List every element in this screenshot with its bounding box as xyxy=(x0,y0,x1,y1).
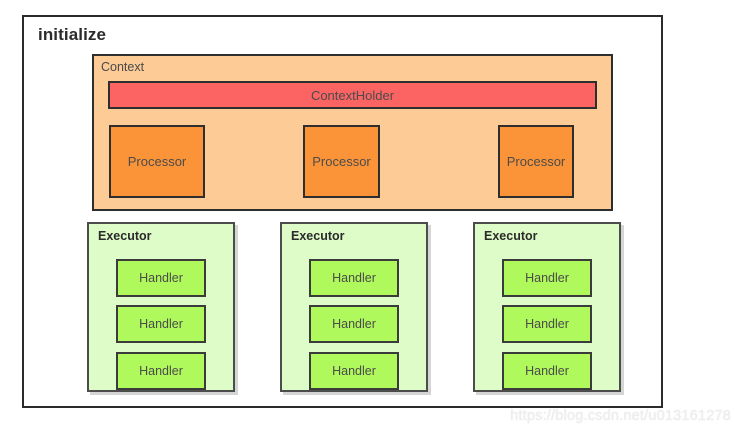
context-holder-label: ContextHolder xyxy=(310,87,395,103)
handler-label: Handler xyxy=(139,317,183,331)
handler-label: Handler xyxy=(139,271,183,285)
executor-block-2: Executor Handler Handler Handler xyxy=(280,222,428,392)
watermark-text: https://blog.csdn.net/u013161278 xyxy=(510,408,731,424)
handler-block: Handler xyxy=(116,259,206,297)
executor-block-3: Executor Handler Handler Handler xyxy=(473,222,621,392)
handler-label: Handler xyxy=(332,364,376,378)
handler-block: Handler xyxy=(309,352,399,390)
handler-block: Handler xyxy=(502,305,592,343)
handler-block: Handler xyxy=(502,352,592,390)
handler-label: Handler xyxy=(525,364,569,378)
handler-block: Handler xyxy=(116,352,206,390)
handler-label: Handler xyxy=(332,317,376,331)
processor-label: Processor xyxy=(312,154,371,169)
processor-label: Processor xyxy=(506,154,566,169)
context-container: Context ContextHolder Processor Processo… xyxy=(92,54,613,211)
page-title: initialize xyxy=(38,25,107,44)
handler-block: Handler xyxy=(116,305,206,343)
processor-block-1: Processor xyxy=(109,125,205,198)
processor-block-3: Processor xyxy=(498,125,574,198)
handler-label: Handler xyxy=(525,271,569,285)
handler-label: Handler xyxy=(139,364,183,378)
handler-label: Handler xyxy=(525,317,569,331)
executor-label: Executor xyxy=(484,229,538,243)
executor-block-1: Executor Handler Handler Handler xyxy=(87,222,235,392)
handler-label: Handler xyxy=(332,271,376,285)
context-label: Context xyxy=(101,60,145,74)
handler-block: Handler xyxy=(309,259,399,297)
processor-block-2: Processor xyxy=(303,125,380,198)
handler-block: Handler xyxy=(309,305,399,343)
context-holder-block: ContextHolder xyxy=(108,81,597,109)
handler-block: Handler xyxy=(502,259,592,297)
executor-label: Executor xyxy=(98,229,152,243)
executor-label: Executor xyxy=(291,229,345,243)
processor-label: Processor xyxy=(127,154,187,169)
